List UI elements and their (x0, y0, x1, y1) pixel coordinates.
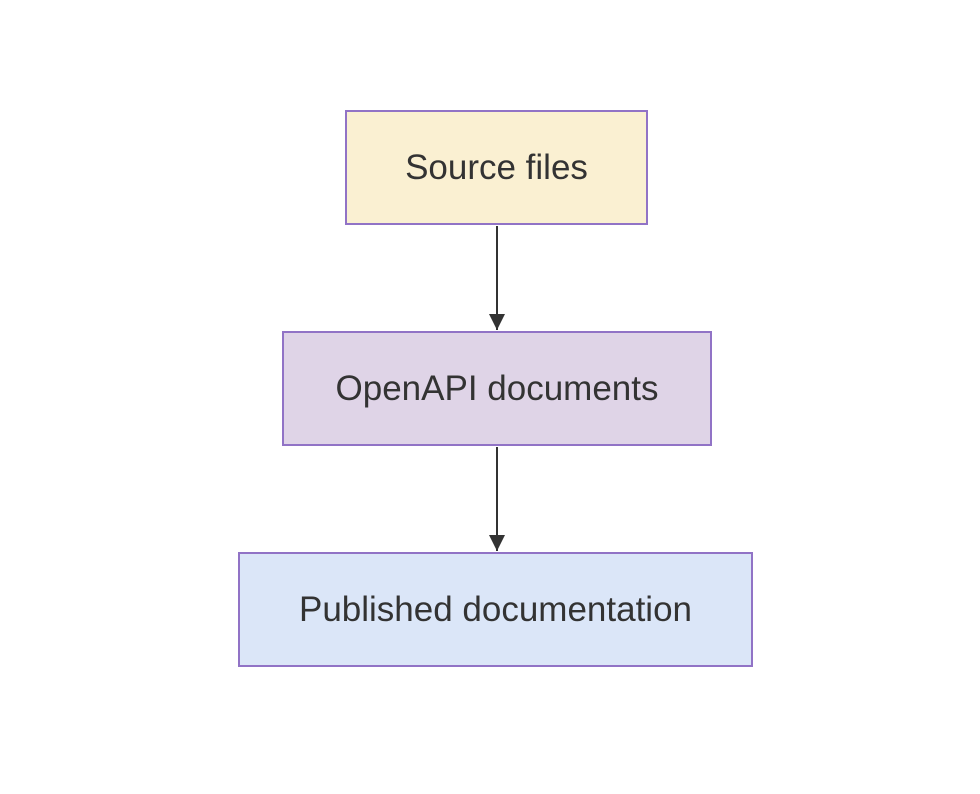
node-openapi-documents: OpenAPI documents (282, 331, 712, 446)
node-label-openapi-documents: OpenAPI documents (335, 368, 659, 408)
node-label-source-files: Source files (405, 147, 588, 187)
node-published-documentation: Published documentation (238, 552, 753, 667)
node-source-files: Source files (345, 110, 648, 225)
node-label-published-documentation: Published documentation (298, 589, 693, 629)
